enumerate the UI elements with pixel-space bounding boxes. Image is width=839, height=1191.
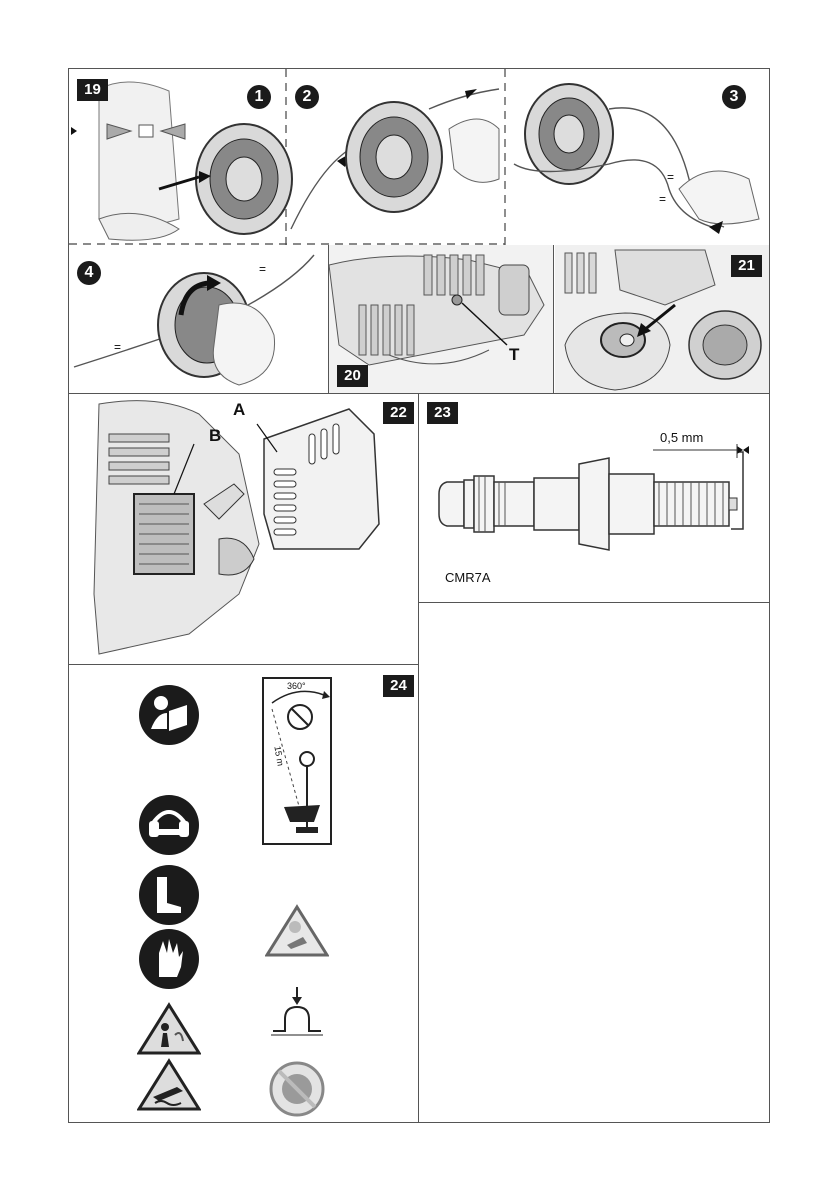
- figure-21-tag: 21: [731, 255, 762, 277]
- step-2-badge: 2: [295, 85, 319, 109]
- plug-model: CMR7A: [445, 570, 491, 585]
- hot-surface-warning-icon: [137, 1057, 201, 1113]
- spool-winding-illustration: = =: [69, 245, 328, 393]
- step-1-badge: 1: [247, 85, 271, 109]
- ear-eye-protection-icon: [137, 793, 201, 857]
- line-loading-illustration: = =: [69, 69, 769, 245]
- step-4-badge: 4: [77, 261, 101, 285]
- label-b: B: [209, 426, 221, 446]
- figure-24-panel: 24: [69, 664, 419, 1122]
- primer-bulb-icon: [265, 983, 329, 1039]
- figure-19-tag: 19: [77, 79, 108, 101]
- figure-22-tag: 22: [383, 402, 414, 424]
- step-3-badge: 3: [722, 85, 746, 109]
- svg-text:=: =: [667, 170, 674, 184]
- label-a: A: [233, 400, 245, 420]
- figure-19-step-4-panel: = = 4: [69, 245, 328, 393]
- svg-text:=: =: [114, 340, 121, 354]
- figure-21-panel: 21: [555, 245, 769, 393]
- figure-19-panel: = = 19 1 2 3: [69, 69, 769, 245]
- boots-icon: [137, 863, 201, 927]
- no-blade-icon: [265, 1061, 329, 1117]
- figure-20-tag: 20: [337, 365, 368, 387]
- figure-24-tag: 24: [383, 675, 414, 697]
- figure-20-panel: T 20: [328, 245, 554, 393]
- bystander-warning-icon: [137, 1001, 201, 1057]
- svg-text:=: =: [659, 192, 666, 206]
- label-t: T: [509, 345, 519, 365]
- read-manual-icon: [137, 683, 201, 747]
- sign-angle: 360°: [287, 681, 306, 691]
- thrown-objects-warning-icon: [265, 903, 329, 959]
- figure-23-tag: 23: [427, 402, 458, 424]
- safety-distance-sign: [262, 677, 332, 845]
- air-filter-illustration: [69, 394, 419, 664]
- gloves-icon: [137, 927, 201, 991]
- figure-23-panel: 23 0,5 mm CMR7A: [419, 394, 769, 603]
- svg-text:=: =: [259, 262, 266, 276]
- gap-measurement: 0,5 mm: [660, 430, 703, 445]
- figure-22-panel: A B 22: [69, 394, 419, 664]
